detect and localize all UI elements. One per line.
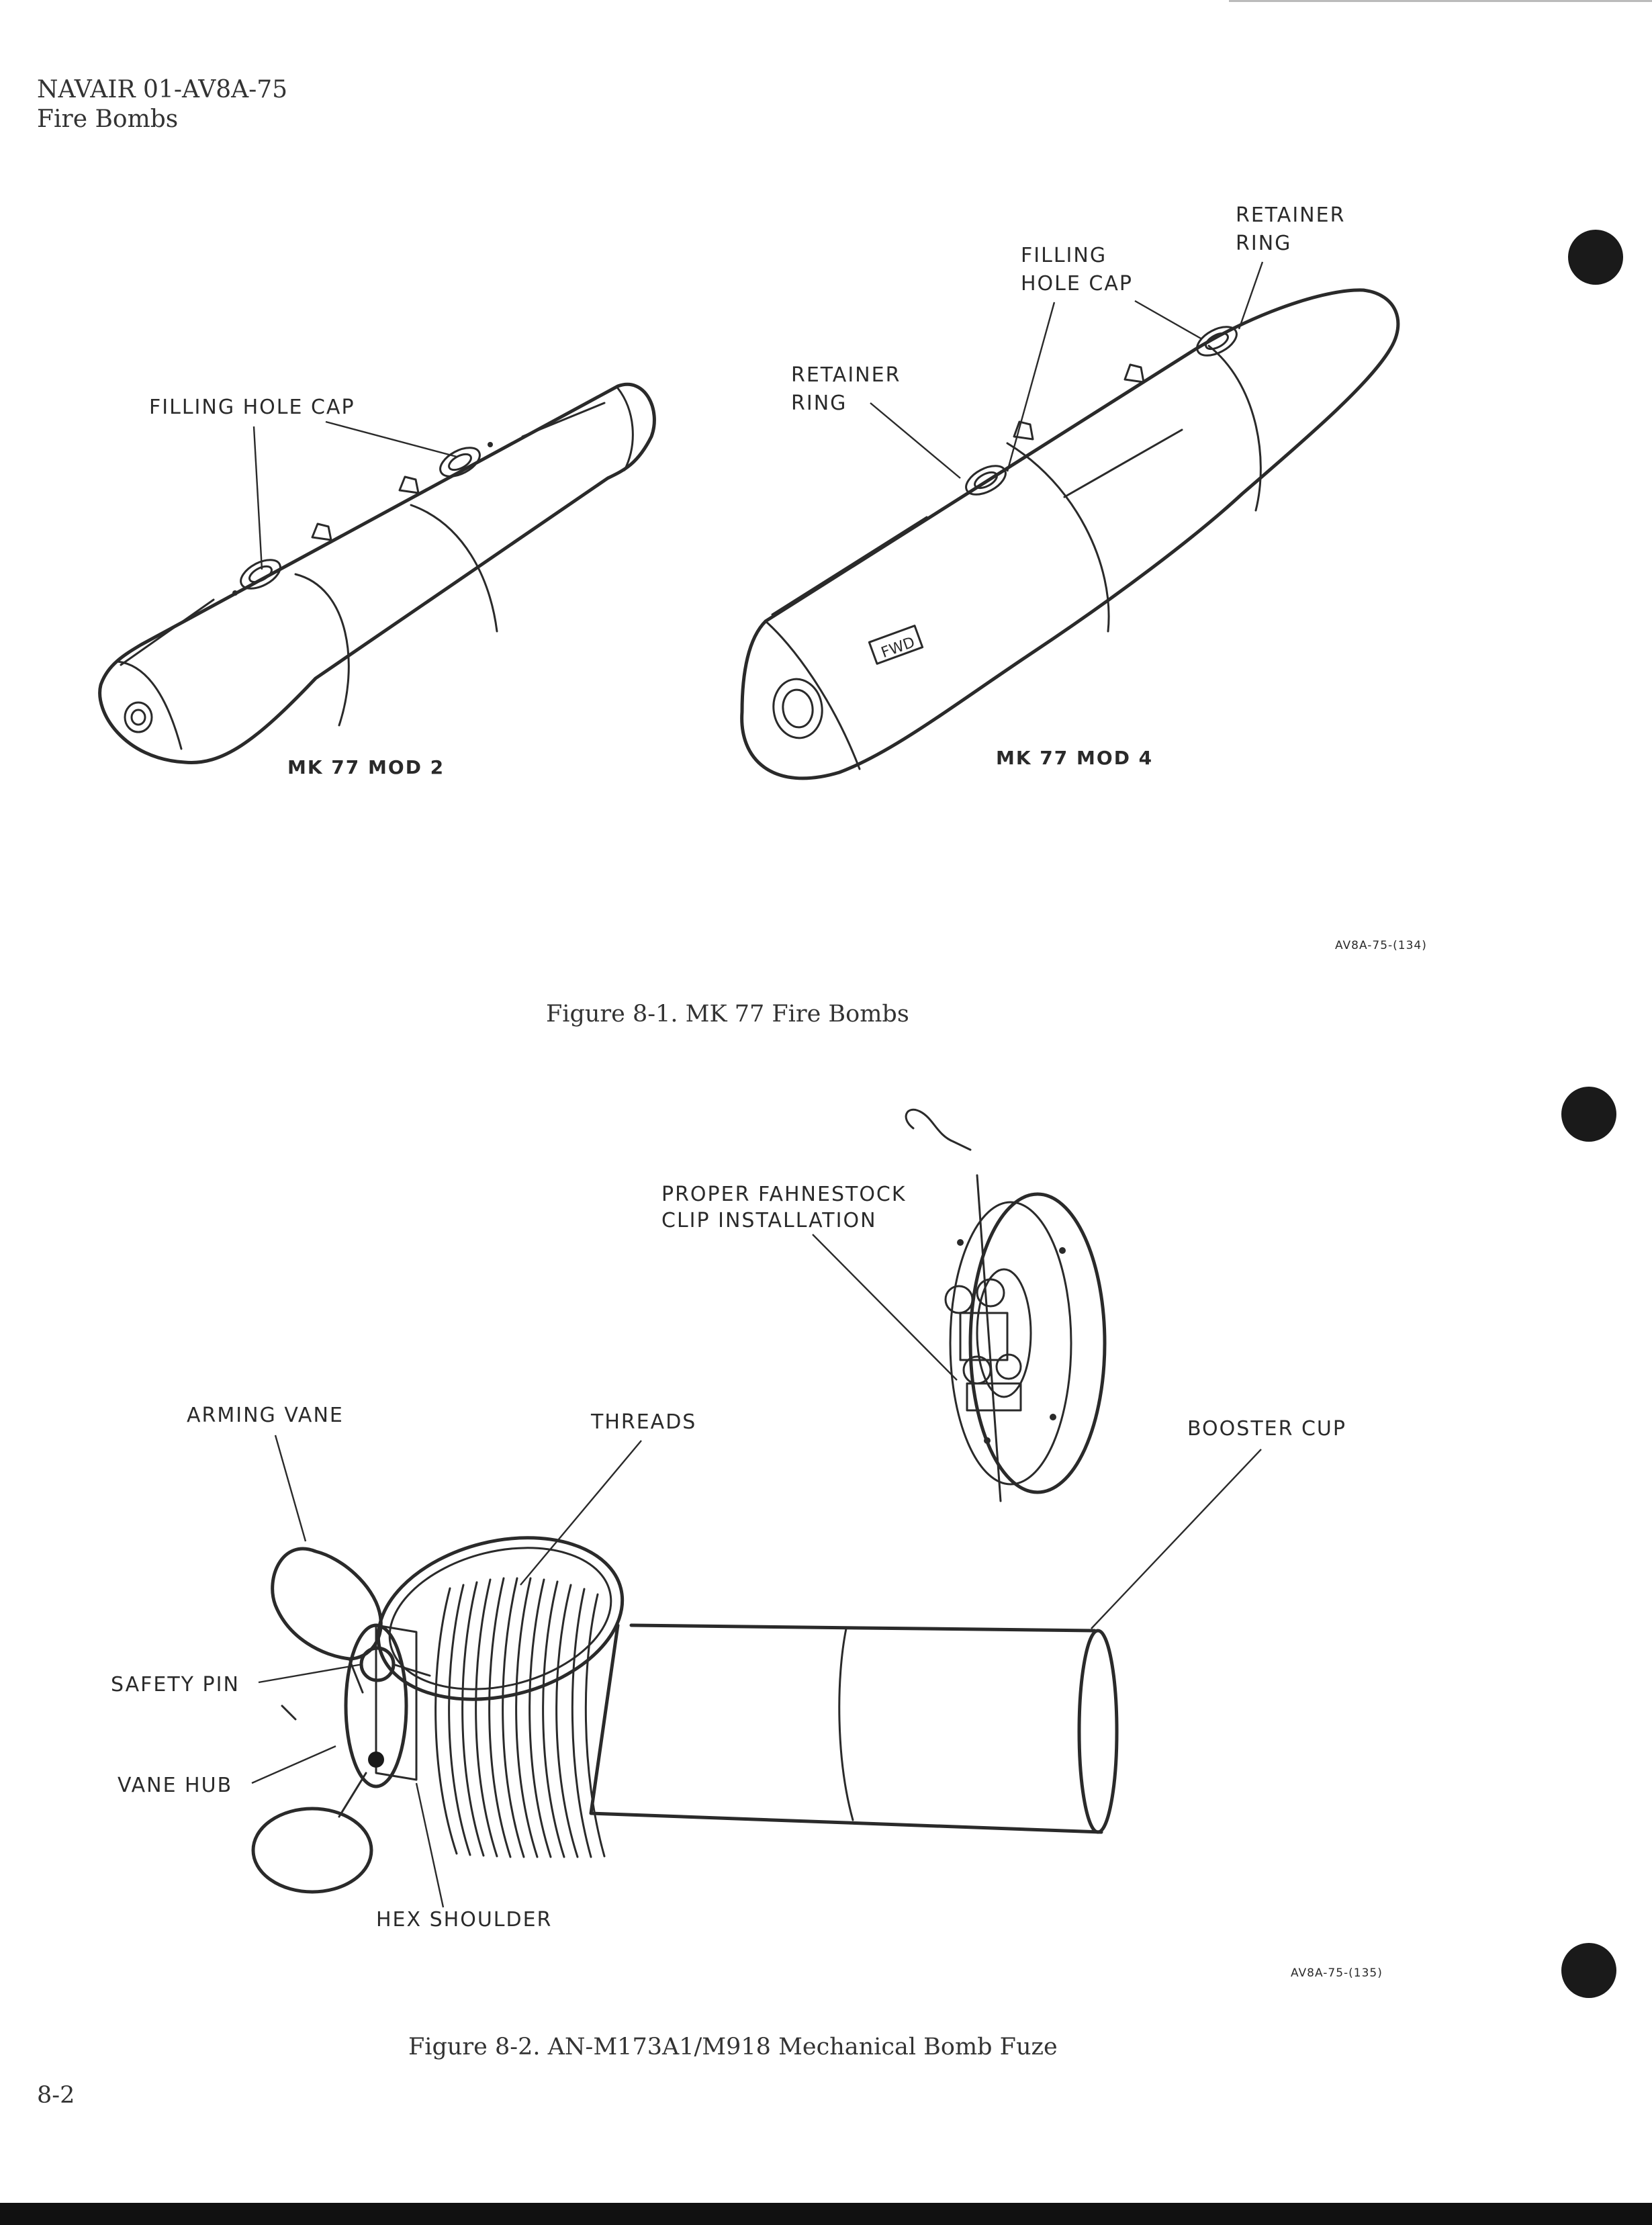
binder-hole: [1561, 1087, 1616, 1142]
fig2-leader-line: [274, 1435, 307, 1542]
document-number: NAVAIR 01-AV8A-75: [37, 76, 288, 103]
hex-shoulder-label: HEX SHOULDER: [376, 1908, 552, 1932]
mod4-retainer-ring-label-right: RETAINER: [1236, 203, 1345, 227]
binder-hole: [1561, 1943, 1616, 1998]
mod2-leader-line: [325, 420, 457, 458]
section-title: Fire Bombs: [37, 105, 179, 133]
fig2-leader-line: [1091, 1449, 1262, 1629]
figure-8-1-drawing-code: AV8A-75-(134): [1335, 939, 1427, 952]
mod2-leader-line: [253, 426, 263, 570]
booster-cup-label: BOOSTER CUP: [1187, 1417, 1346, 1441]
mod4-retainer-ring-label-left: RETAINER: [791, 363, 901, 387]
safety-pin-label: SAFETY PIN: [111, 1673, 240, 1696]
bomb-fuze-assembly: [251, 1536, 1119, 1894]
mod2-filling-hole-cap-label: FILLING HOLE CAP: [149, 396, 355, 419]
mod4-leader-line: [870, 402, 961, 479]
scan-bottom-edge: [0, 2203, 1652, 2225]
figure-8-2-illustration: PROPER FAHNESTOCK CLIP INSTALLATION: [111, 1108, 1383, 1980]
figure-8-1-illustration: FILLING HOLE CAP MK 77 MOD 2 FWD RETAINE…: [98, 203, 1426, 952]
mod4-retainer-ring-label-right: RING: [1236, 232, 1291, 255]
arming-vane-label: ARMING VANE: [187, 1404, 344, 1427]
figure-8-1-caption: Figure 8-1. MK 77 Fire Bombs: [546, 1001, 909, 1028]
vane-hub-label: VANE HUB: [118, 1774, 232, 1797]
fig2-leader-line: [415, 1782, 445, 1908]
mod4-filling-hole-cap-label: HOLE CAP: [1021, 272, 1133, 296]
mk77-mod4-name: MK 77 MOD 4: [996, 747, 1153, 769]
mod4-leader-line: [1238, 261, 1264, 330]
threads-label: THREADS: [590, 1410, 696, 1434]
fig2-leader-line: [258, 1663, 363, 1684]
fig2-leader-line: [812, 1234, 958, 1381]
mk77-mod4-bomb: FWD: [740, 288, 1400, 780]
mk77-mod2-name: MK 77 MOD 2: [287, 756, 445, 778]
fwd-marking: FWD: [879, 634, 917, 662]
mod4-leader-line: [1006, 302, 1056, 472]
figure-8-2-caption: Figure 8-2. AN-M173A1/M918 Mechanical Bo…: [408, 2034, 1058, 2060]
fig2-leader-line: [251, 1745, 336, 1784]
page-number: 8-2: [37, 2082, 75, 2109]
fahnestock-clip-detail: [905, 1108, 1107, 1502]
binder-hole: [1568, 230, 1623, 285]
fahnestock-label: PROPER FAHNESTOCK: [661, 1183, 907, 1206]
mod4-leader-line: [1134, 300, 1203, 340]
mod4-filling-hole-cap-label: FILLING: [1021, 244, 1107, 267]
mk77-mod2-bomb: [98, 383, 656, 764]
fahnestock-label: CLIP INSTALLATION: [661, 1209, 877, 1232]
fig2-leader-line: [520, 1440, 642, 1586]
scan-edge-line: [1229, 0, 1652, 2]
mod4-retainer-ring-label-left: RING: [791, 392, 847, 415]
figure-8-2-drawing-code: AV8A-75-(135): [1291, 1966, 1383, 1980]
